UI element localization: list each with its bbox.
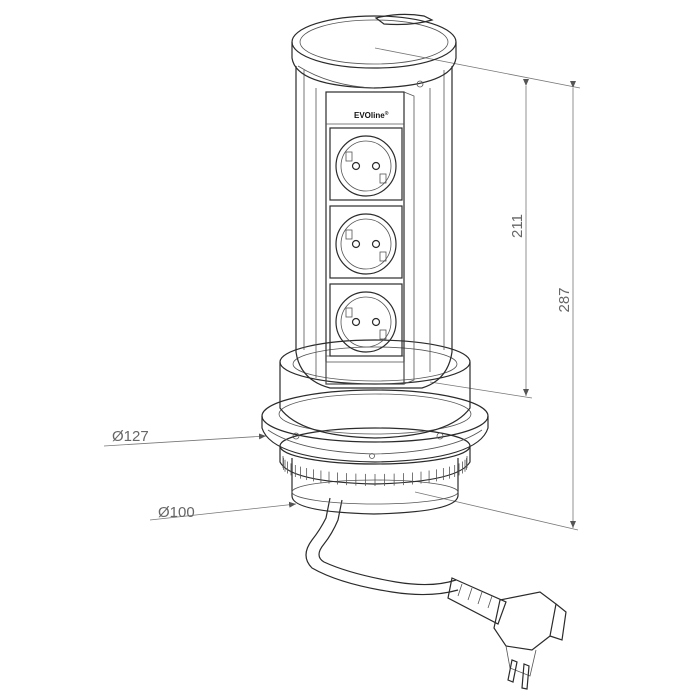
socket-icon — [329, 283, 403, 357]
dimension-lines — [374, 47, 581, 531]
diameter-127-label: Ø127 — [112, 428, 149, 445]
tower-collar — [279, 339, 471, 439]
top-lid — [291, 13, 457, 89]
dimension-287-label: 287 — [556, 287, 573, 312]
sockets — [329, 127, 403, 357]
socket-icon — [329, 127, 403, 201]
power-cable — [305, 497, 459, 596]
plug-icon — [447, 577, 567, 690]
socket-icon — [329, 205, 403, 279]
leader-lines — [103, 433, 297, 521]
dimension-211-label: 211 — [509, 214, 526, 238]
flange-ring — [261, 389, 489, 463]
brand-logo: EVOline® — [354, 110, 389, 120]
diameter-100-label: Ø100 — [158, 504, 195, 521]
